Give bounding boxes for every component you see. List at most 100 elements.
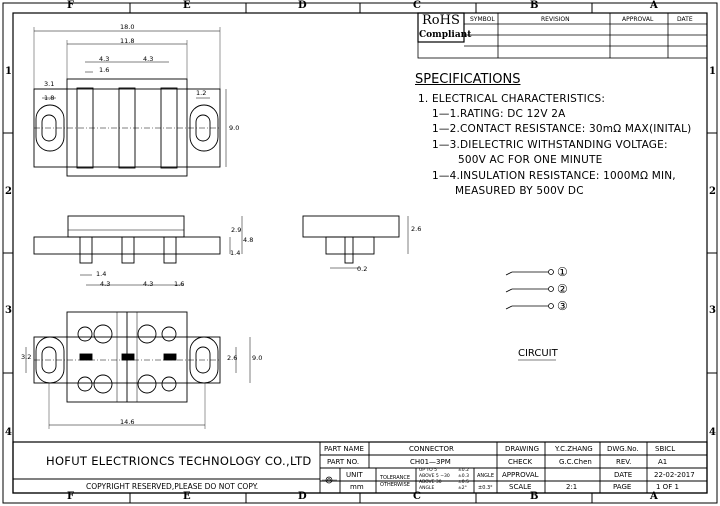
rev-header-revision: REVISION <box>541 16 570 23</box>
spec-line-3: 1—2.CONTACT RESISTANCE: 30mΩ MAX(INITAL) <box>432 123 692 135</box>
zone-col-d-top: D <box>298 0 307 11</box>
rohs-mark: RoHS <box>422 13 460 28</box>
zone-row-4-right: 4 <box>709 427 716 438</box>
zone-col-f-top: F <box>67 0 75 11</box>
tol-range-4: ANGLE <box>419 486 435 491</box>
dim-total-height: 4.8 <box>243 236 254 244</box>
spec-line-7: MEASURED BY 500V DC <box>455 185 584 197</box>
zone-col-a-bottom: A <box>650 491 658 502</box>
spec-line-6: 1—4.INSULATION RESISTANCE: 1000MΩ MIN, <box>432 170 676 182</box>
part-no-value: CH01—3PM <box>410 458 451 466</box>
dim-slot-length: 3.2 <box>21 353 32 361</box>
dim-overall-length: 18.0 <box>120 23 135 31</box>
rev-label: REV. <box>616 458 632 466</box>
zone-row-2-right: 2 <box>709 186 716 197</box>
dwg-no-value: SBICL <box>655 445 676 453</box>
tol-val-4: ±2° <box>458 486 467 491</box>
scale-label: SCALE <box>509 483 532 491</box>
dim-slot-length-right: 2.6 <box>227 354 238 362</box>
zone-col-b-bottom: B <box>530 491 539 502</box>
circuit-diagram <box>505 269 556 361</box>
page-value: 1 OF 1 <box>656 483 679 491</box>
angle-value: ±0.3° <box>478 485 493 491</box>
zone-col-c-top: C <box>413 0 421 11</box>
tol-range-1: UP TO 5 <box>419 468 438 473</box>
drawing-by: Y.C.ZHANG <box>555 445 593 453</box>
tol-val-3: ±0.5 <box>458 480 469 485</box>
dim-bottom-height: 9.0 <box>252 354 263 362</box>
dim-pitch-1: 4.3 <box>99 55 110 63</box>
rev-header-date: DATE <box>677 16 693 23</box>
circuit-pin-3: ③ <box>557 299 568 313</box>
dwg-no-label: DWG.No. <box>607 445 639 453</box>
circuit-pin-1: ① <box>557 265 568 279</box>
angle-label: ANGLE <box>477 473 494 479</box>
zone-col-a-top: A <box>650 0 658 11</box>
tolerance-label: TOLERANCE <box>380 475 411 481</box>
zone-col-b-top: B <box>530 0 539 11</box>
dim-front-pitch-1: 4.3 <box>100 280 111 288</box>
dim-flange-offset: 3.1 <box>44 80 55 88</box>
date-label: DATE <box>614 471 633 479</box>
rev-value: A1 <box>658 458 668 466</box>
drawing-label: DRAWING <box>505 445 540 453</box>
zone-col-d-bottom: D <box>298 491 307 502</box>
approval-label: APPROVAL <box>502 471 539 479</box>
dim-slot-width-left: 1.8 <box>44 94 55 102</box>
side-view <box>302 215 409 269</box>
zone-row-1-right: 1 <box>709 66 716 77</box>
zone-col-c-bottom: C <box>413 491 421 502</box>
copyright-notice: COPYRIGHT RESERVED,PLEASE DO NOT COPY. <box>86 482 259 491</box>
front-view <box>33 215 243 286</box>
otherwise-label: OTHERWISE <box>380 482 410 488</box>
zone-col-e-bottom: E <box>183 491 191 502</box>
zone-col-e-top: E <box>183 0 191 11</box>
company-name: HOFUT ELECTRIONCS TECHNOLOGY CO.,LTD <box>46 454 312 468</box>
zone-row-2-left: 2 <box>5 186 12 197</box>
dim-housing-height: 2.9 <box>231 226 242 234</box>
rev-header-symbol: SYMBOL <box>470 16 495 23</box>
top-view <box>33 27 227 177</box>
rohs-compliant: Compliant <box>419 30 472 40</box>
revision-table <box>417 12 708 59</box>
dim-flange-thickness: 1.4 <box>230 249 241 257</box>
part-name-value: CONNECTOR <box>409 445 454 453</box>
rev-header-approval: APPROVAL <box>622 16 654 23</box>
unit-value: mm <box>350 483 364 491</box>
dim-housing-length: 11.8 <box>120 37 135 45</box>
part-no-label: PART NO. <box>327 458 360 466</box>
spec-line-4: 1—3.DIELECTRIC WITHSTANDING VOLTAGE: <box>432 139 668 151</box>
zone-row-1-left: 1 <box>5 66 12 77</box>
dim-front-end: 1.6 <box>174 280 185 288</box>
dim-hole-spacing: 14.6 <box>120 418 135 426</box>
page-label: PAGE <box>613 483 632 491</box>
circuit-pin-2: ② <box>557 282 568 296</box>
unit-label: UNIT <box>346 471 363 479</box>
spec-line-2: 1—1.RATING: DC 12V 2A <box>432 108 566 120</box>
dim-side-height: 2.6 <box>411 225 422 233</box>
specifications-title: SPECIFICATIONS <box>415 72 521 87</box>
part-name-label: PART NAME <box>324 445 364 453</box>
dim-flange-height: 9.0 <box>229 124 240 132</box>
title-block <box>12 441 708 494</box>
tol-range-2: ABOVE 5 ∼30 <box>419 474 450 479</box>
tol-range-3: ABOVE 30 <box>419 480 442 485</box>
tol-val-1: ±0.2 <box>458 468 469 473</box>
check-label: CHECK <box>508 458 533 466</box>
zone-row-4-left: 4 <box>5 427 12 438</box>
spec-line-1: 1. ELECTRICAL CHARACTERISTICS: <box>418 93 606 105</box>
zone-row-3-right: 3 <box>709 305 716 316</box>
circuit-label: CIRCUIT <box>518 348 558 359</box>
zone-row-3-left: 3 <box>5 305 12 316</box>
date-value: 22-02-2017 <box>654 471 695 479</box>
dim-pitch-2: 4.3 <box>143 55 154 63</box>
spec-line-5: 500V AC FOR ONE MINUTE <box>458 154 603 166</box>
dim-pin-thickness: 1.4 <box>96 270 107 278</box>
zone-col-f-bottom: F <box>67 491 75 502</box>
scale-value: 2:1 <box>566 483 578 491</box>
bottom-view <box>25 311 251 429</box>
dim-front-pitch-2: 4.3 <box>143 280 154 288</box>
